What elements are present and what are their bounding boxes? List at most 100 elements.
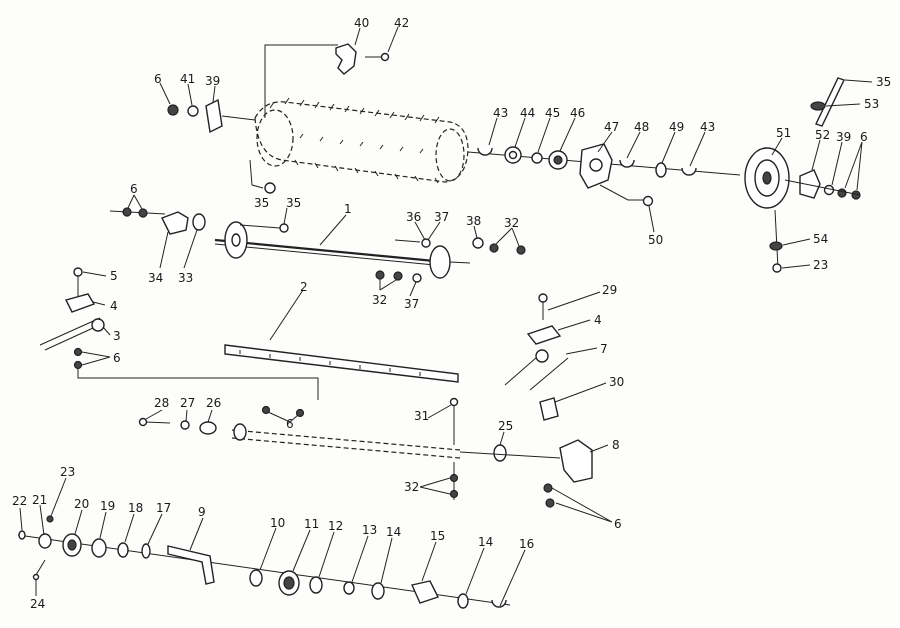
- label-39: 39: [836, 130, 851, 144]
- label-41: 41: [180, 72, 195, 86]
- label-20: 20: [74, 497, 89, 511]
- label-3: 3: [113, 329, 121, 343]
- label-52: 52: [815, 128, 830, 142]
- label-39: 39: [205, 74, 220, 88]
- label-11: 11: [304, 517, 319, 531]
- nut-23-left: [46, 515, 54, 523]
- nut-6-shaft-a: [122, 207, 132, 217]
- nut-6-lever-b: [73, 360, 83, 370]
- washer-10: [249, 569, 263, 587]
- label-24: 24: [30, 597, 45, 611]
- washer-37-top: [421, 238, 431, 248]
- label-27: 27: [180, 396, 195, 410]
- knob-29: [538, 293, 548, 303]
- label-10: 10: [270, 516, 285, 530]
- bracket-40: [335, 43, 357, 75]
- drive-shaft-dashed: [231, 429, 461, 451]
- flange-52: [799, 169, 821, 199]
- clip-43-right: [681, 167, 697, 176]
- label-4: 4: [594, 313, 602, 327]
- label-6: 6: [860, 130, 868, 144]
- bushing-38: [472, 237, 484, 249]
- label-37: 37: [404, 297, 419, 311]
- bolt-35-lower: [264, 182, 276, 194]
- label-48: 48: [634, 120, 649, 134]
- label-25: 25: [498, 419, 513, 433]
- label-15: 15: [430, 529, 445, 543]
- disc-right: [429, 245, 451, 279]
- nut-6-mid-a: [261, 405, 271, 415]
- pin-22: [18, 530, 26, 540]
- label-2: 2: [300, 280, 308, 294]
- label-37: 37: [434, 210, 449, 224]
- label-14: 14: [478, 535, 493, 549]
- label-53: 53: [864, 97, 879, 111]
- leader-lines: [19, 26, 873, 607]
- knob-5: [73, 267, 83, 277]
- spring-26: [199, 421, 217, 435]
- label-45: 45: [545, 106, 560, 120]
- label-33: 33: [178, 271, 193, 285]
- label-23: 23: [813, 258, 828, 272]
- label-21: 21: [32, 493, 47, 507]
- label-19: 19: [100, 499, 115, 513]
- label-4: 4: [110, 299, 118, 313]
- label-31: 31: [414, 409, 429, 423]
- nut-6-lever-a: [73, 347, 83, 357]
- nut-50: [642, 195, 654, 207]
- bushing-21: [38, 533, 52, 549]
- leader-40: [264, 44, 338, 118]
- screw-24: [32, 573, 40, 581]
- nut-32-mid-b: [393, 271, 403, 281]
- label-8: 8: [612, 438, 620, 452]
- nut-6-crank-b: [545, 498, 555, 508]
- nut-32-top-a: [489, 243, 499, 253]
- label-6: 6: [614, 517, 622, 531]
- pulley-51: [744, 147, 790, 209]
- nut-32-low-b: [449, 489, 459, 499]
- label-7: 7: [600, 342, 608, 356]
- label-38: 38: [466, 214, 481, 228]
- label-46: 46: [570, 106, 585, 120]
- label-32: 32: [372, 293, 387, 307]
- cover-4-right: [526, 325, 562, 345]
- washer-39-right: [823, 184, 835, 196]
- label-42: 42: [394, 16, 409, 30]
- cutter-bar-2: [224, 344, 459, 383]
- label-6: 6: [154, 72, 162, 86]
- nut-6-right-a: [837, 188, 847, 198]
- shaft-1: [214, 238, 446, 264]
- label-32: 32: [404, 480, 419, 494]
- washer-27: [180, 420, 190, 430]
- label-32: 32: [504, 216, 519, 230]
- nut-23-right: [772, 263, 782, 273]
- bracket-39-left: [205, 98, 223, 134]
- nut-32-top-b: [516, 245, 526, 255]
- label-50: 50: [648, 233, 663, 247]
- bolt-35-mid: [279, 223, 289, 233]
- label-29: 29: [602, 283, 617, 297]
- clip-48: [619, 159, 635, 168]
- label-14: 14: [386, 525, 401, 539]
- crank-8: [559, 439, 593, 483]
- label-16: 16: [519, 537, 534, 551]
- label-40: 40: [354, 16, 369, 30]
- label-43: 43: [493, 106, 508, 120]
- pin-31: [449, 397, 459, 407]
- label-30: 30: [609, 375, 624, 389]
- clip-43-left: [477, 147, 493, 156]
- label-35: 35: [254, 196, 269, 210]
- nut-6-mid-b: [295, 408, 305, 418]
- washer-18: [117, 542, 129, 558]
- roller-15: [411, 580, 439, 604]
- cover-4-left: [64, 293, 96, 313]
- nut-32-mid-a: [375, 270, 385, 280]
- washer-41: [187, 105, 199, 117]
- part-labels: 40 42 6 41 39 43 44 45 46 47 48 49 43 51…: [12, 16, 891, 611]
- bearing-19: [91, 538, 107, 558]
- label-13: 13: [362, 523, 377, 537]
- label-22: 22: [12, 494, 27, 508]
- nut-6-crank-a: [543, 483, 553, 493]
- reel-drum: [254, 97, 469, 184]
- label-35: 35: [286, 196, 301, 210]
